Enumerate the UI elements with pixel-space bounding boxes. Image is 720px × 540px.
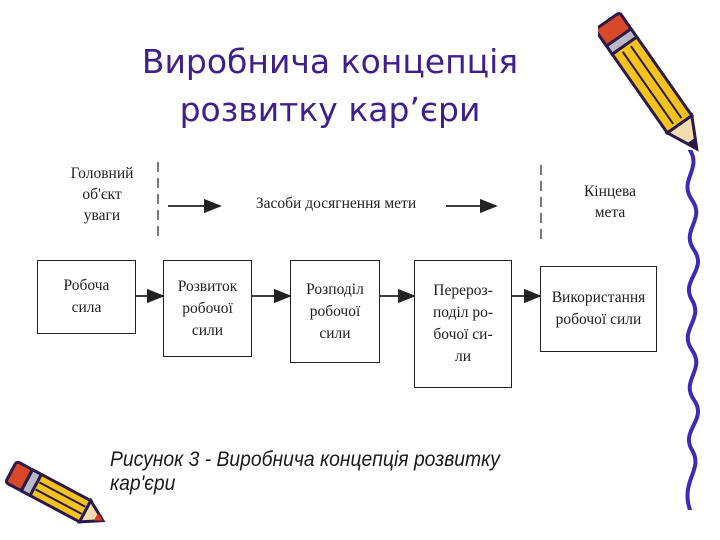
header-final-goal: Кінцева мета — [583, 183, 637, 221]
header-means: Засоби досягнення мети — [255, 195, 417, 212]
header-main-object: Головний об'єкт уваги — [70, 165, 134, 224]
pencil-icon-top-right — [598, 12, 699, 152]
box-labor-distribution: Розподіл робочої сили — [290, 260, 380, 363]
slide-title-line1: Виробнича концепція — [141, 42, 519, 81]
squiggle-decoration — [685, 150, 700, 510]
slide-title-line2: розвитку кар’єри — [179, 90, 481, 129]
box-labor-development: Розвиток робочої сили — [163, 260, 252, 357]
box-labor-force: Робоча сила — [37, 260, 136, 334]
box-labor-redistribution: Перероз- поділ ро- бочої си- ли — [414, 260, 512, 388]
figure-caption: Рисунок 3 - Виробнича концепція розвитку… — [110, 448, 500, 495]
pencil-icon-bottom-left — [4, 460, 106, 524]
slide-title: Виробнича концепція розвитку кар’єри — [60, 38, 600, 134]
box-labor-utilization: Використання робочої сили — [540, 266, 657, 352]
